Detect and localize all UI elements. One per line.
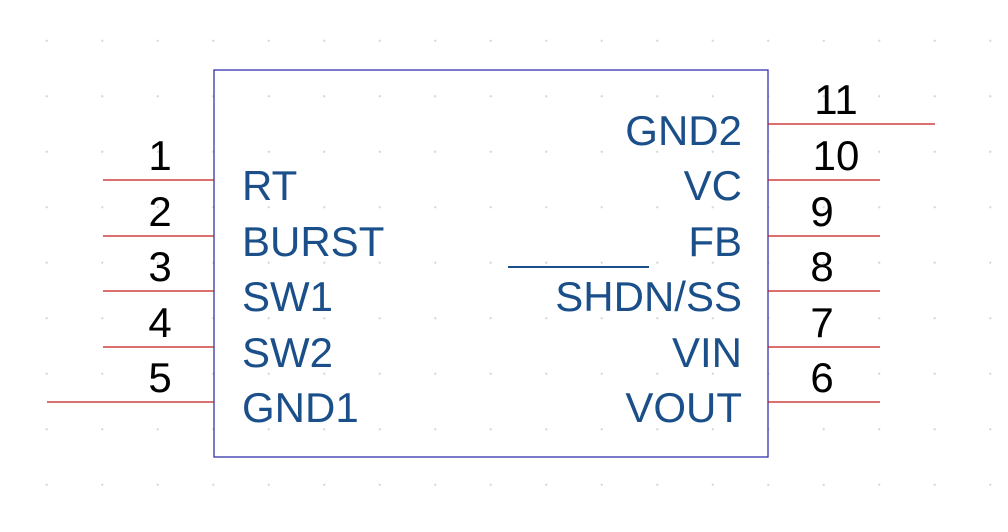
pin-11-label: GND2 — [625, 107, 742, 154]
pin-9-number: 9 — [810, 188, 833, 235]
pin-3-label: SW1 — [242, 273, 333, 320]
pin-4-label: SW2 — [242, 329, 333, 376]
pin-5-number: 5 — [148, 354, 171, 401]
pin-5-label: GND1 — [242, 384, 359, 431]
pin-2-label: BURST — [242, 218, 384, 265]
pin-10-label: VC — [684, 162, 742, 209]
component-body[interactable] — [213, 69, 769, 458]
pin-7-label: VIN — [672, 329, 742, 376]
pin-4-number: 4 — [148, 299, 171, 346]
pin-6-number: 6 — [810, 354, 833, 401]
pin-9-label: FB — [688, 218, 742, 265]
pin-6-label: VOUT — [625, 384, 742, 431]
pin-11-number: 11 — [814, 76, 858, 123]
pin-2-number: 2 — [148, 188, 171, 235]
pin-1-number: 1 — [148, 132, 171, 179]
pin-3-number: 3 — [148, 243, 171, 290]
pin-1-label: RT — [242, 162, 297, 209]
pin-8-label: SHDN/SS — [555, 273, 742, 320]
pin-7-number: 7 — [810, 299, 833, 346]
pin-8-number: 8 — [810, 243, 833, 290]
pin-10-number: 10 — [813, 132, 860, 179]
